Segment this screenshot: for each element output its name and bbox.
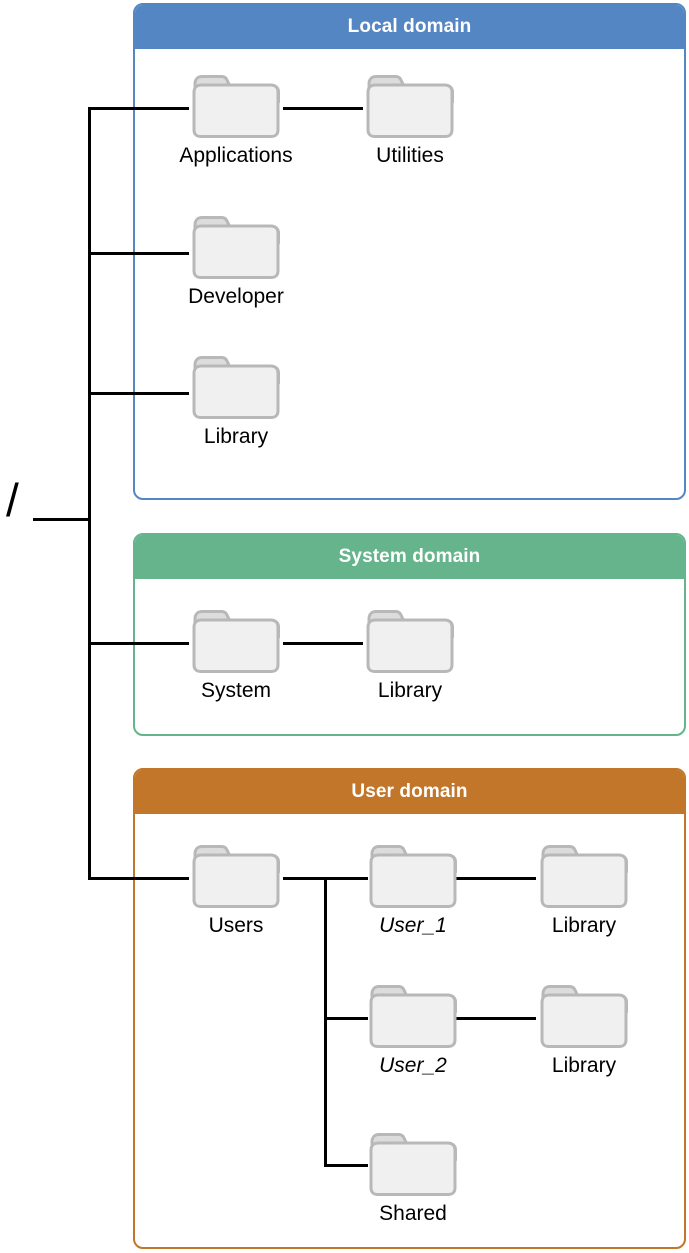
connector-users-to-subtrunk — [283, 877, 327, 880]
folder-icon — [189, 840, 283, 912]
connector-trunk-to-developer — [88, 252, 189, 255]
connector-subtrunk-to-shared — [324, 1164, 368, 1167]
connector-trunk-to-applications — [88, 107, 189, 110]
node-applications-label: Applications — [179, 144, 293, 167]
connector-user1-to-library — [456, 877, 536, 880]
folder-icon — [189, 70, 283, 142]
connector-main-trunk — [88, 108, 91, 880]
connector-trunk-to-system — [88, 642, 189, 645]
node-user-2-library[interactable]: Library — [537, 980, 631, 1077]
connector-trunk-to-local-library — [88, 392, 189, 395]
root-slash-label: / — [6, 474, 19, 526]
panel-local-domain-title: Local domain — [135, 5, 684, 49]
node-user-1[interactable]: User_1 — [366, 840, 460, 937]
folder-icon — [189, 211, 283, 283]
node-system[interactable]: System — [189, 605, 283, 702]
node-system-label: System — [200, 679, 271, 702]
node-user-2-library-label: Library — [551, 1054, 617, 1077]
node-shared-label: Shared — [379, 1202, 447, 1225]
connector-subtrunk-to-user1 — [324, 877, 368, 880]
connector-users-subtrunk — [324, 877, 327, 1167]
connector-root-to-trunk — [33, 518, 91, 521]
node-system-library[interactable]: Library — [363, 605, 457, 702]
connector-system-to-library — [283, 642, 363, 645]
folder-icon — [366, 980, 460, 1052]
node-user-1-label: User_1 — [379, 914, 447, 937]
node-utilities[interactable]: Utilities — [363, 70, 457, 167]
folder-icon — [366, 1128, 460, 1200]
node-user-2[interactable]: User_2 — [366, 980, 460, 1077]
node-local-library-label: Library — [203, 425, 269, 448]
node-applications[interactable]: Applications — [179, 70, 293, 167]
folder-icon — [189, 351, 283, 423]
node-user-1-library-label: Library — [551, 914, 617, 937]
node-users-label: Users — [208, 914, 264, 937]
folder-icon — [363, 70, 457, 142]
node-local-library[interactable]: Library — [189, 351, 283, 448]
panel-system-domain: System domain — [133, 533, 686, 736]
node-utilities-label: Utilities — [376, 144, 444, 167]
connector-trunk-to-users — [88, 877, 189, 880]
folder-icon — [189, 605, 283, 677]
node-developer[interactable]: Developer — [188, 211, 284, 308]
folder-icon — [537, 840, 631, 912]
node-shared[interactable]: Shared — [366, 1128, 460, 1225]
node-developer-label: Developer — [188, 285, 284, 308]
connector-subtrunk-to-user2 — [324, 1017, 368, 1020]
panel-system-domain-title: System domain — [135, 535, 684, 579]
connector-applications-to-utilities — [283, 107, 363, 110]
folder-icon — [363, 605, 457, 677]
connector-user2-to-library — [456, 1017, 536, 1020]
node-user-2-label: User_2 — [379, 1054, 447, 1077]
folder-icon — [537, 980, 631, 1052]
folder-icon — [366, 840, 460, 912]
node-system-library-label: Library — [377, 679, 443, 702]
node-users[interactable]: Users — [189, 840, 283, 937]
panel-user-domain-title: User domain — [135, 770, 684, 814]
node-user-1-library[interactable]: Library — [537, 840, 631, 937]
